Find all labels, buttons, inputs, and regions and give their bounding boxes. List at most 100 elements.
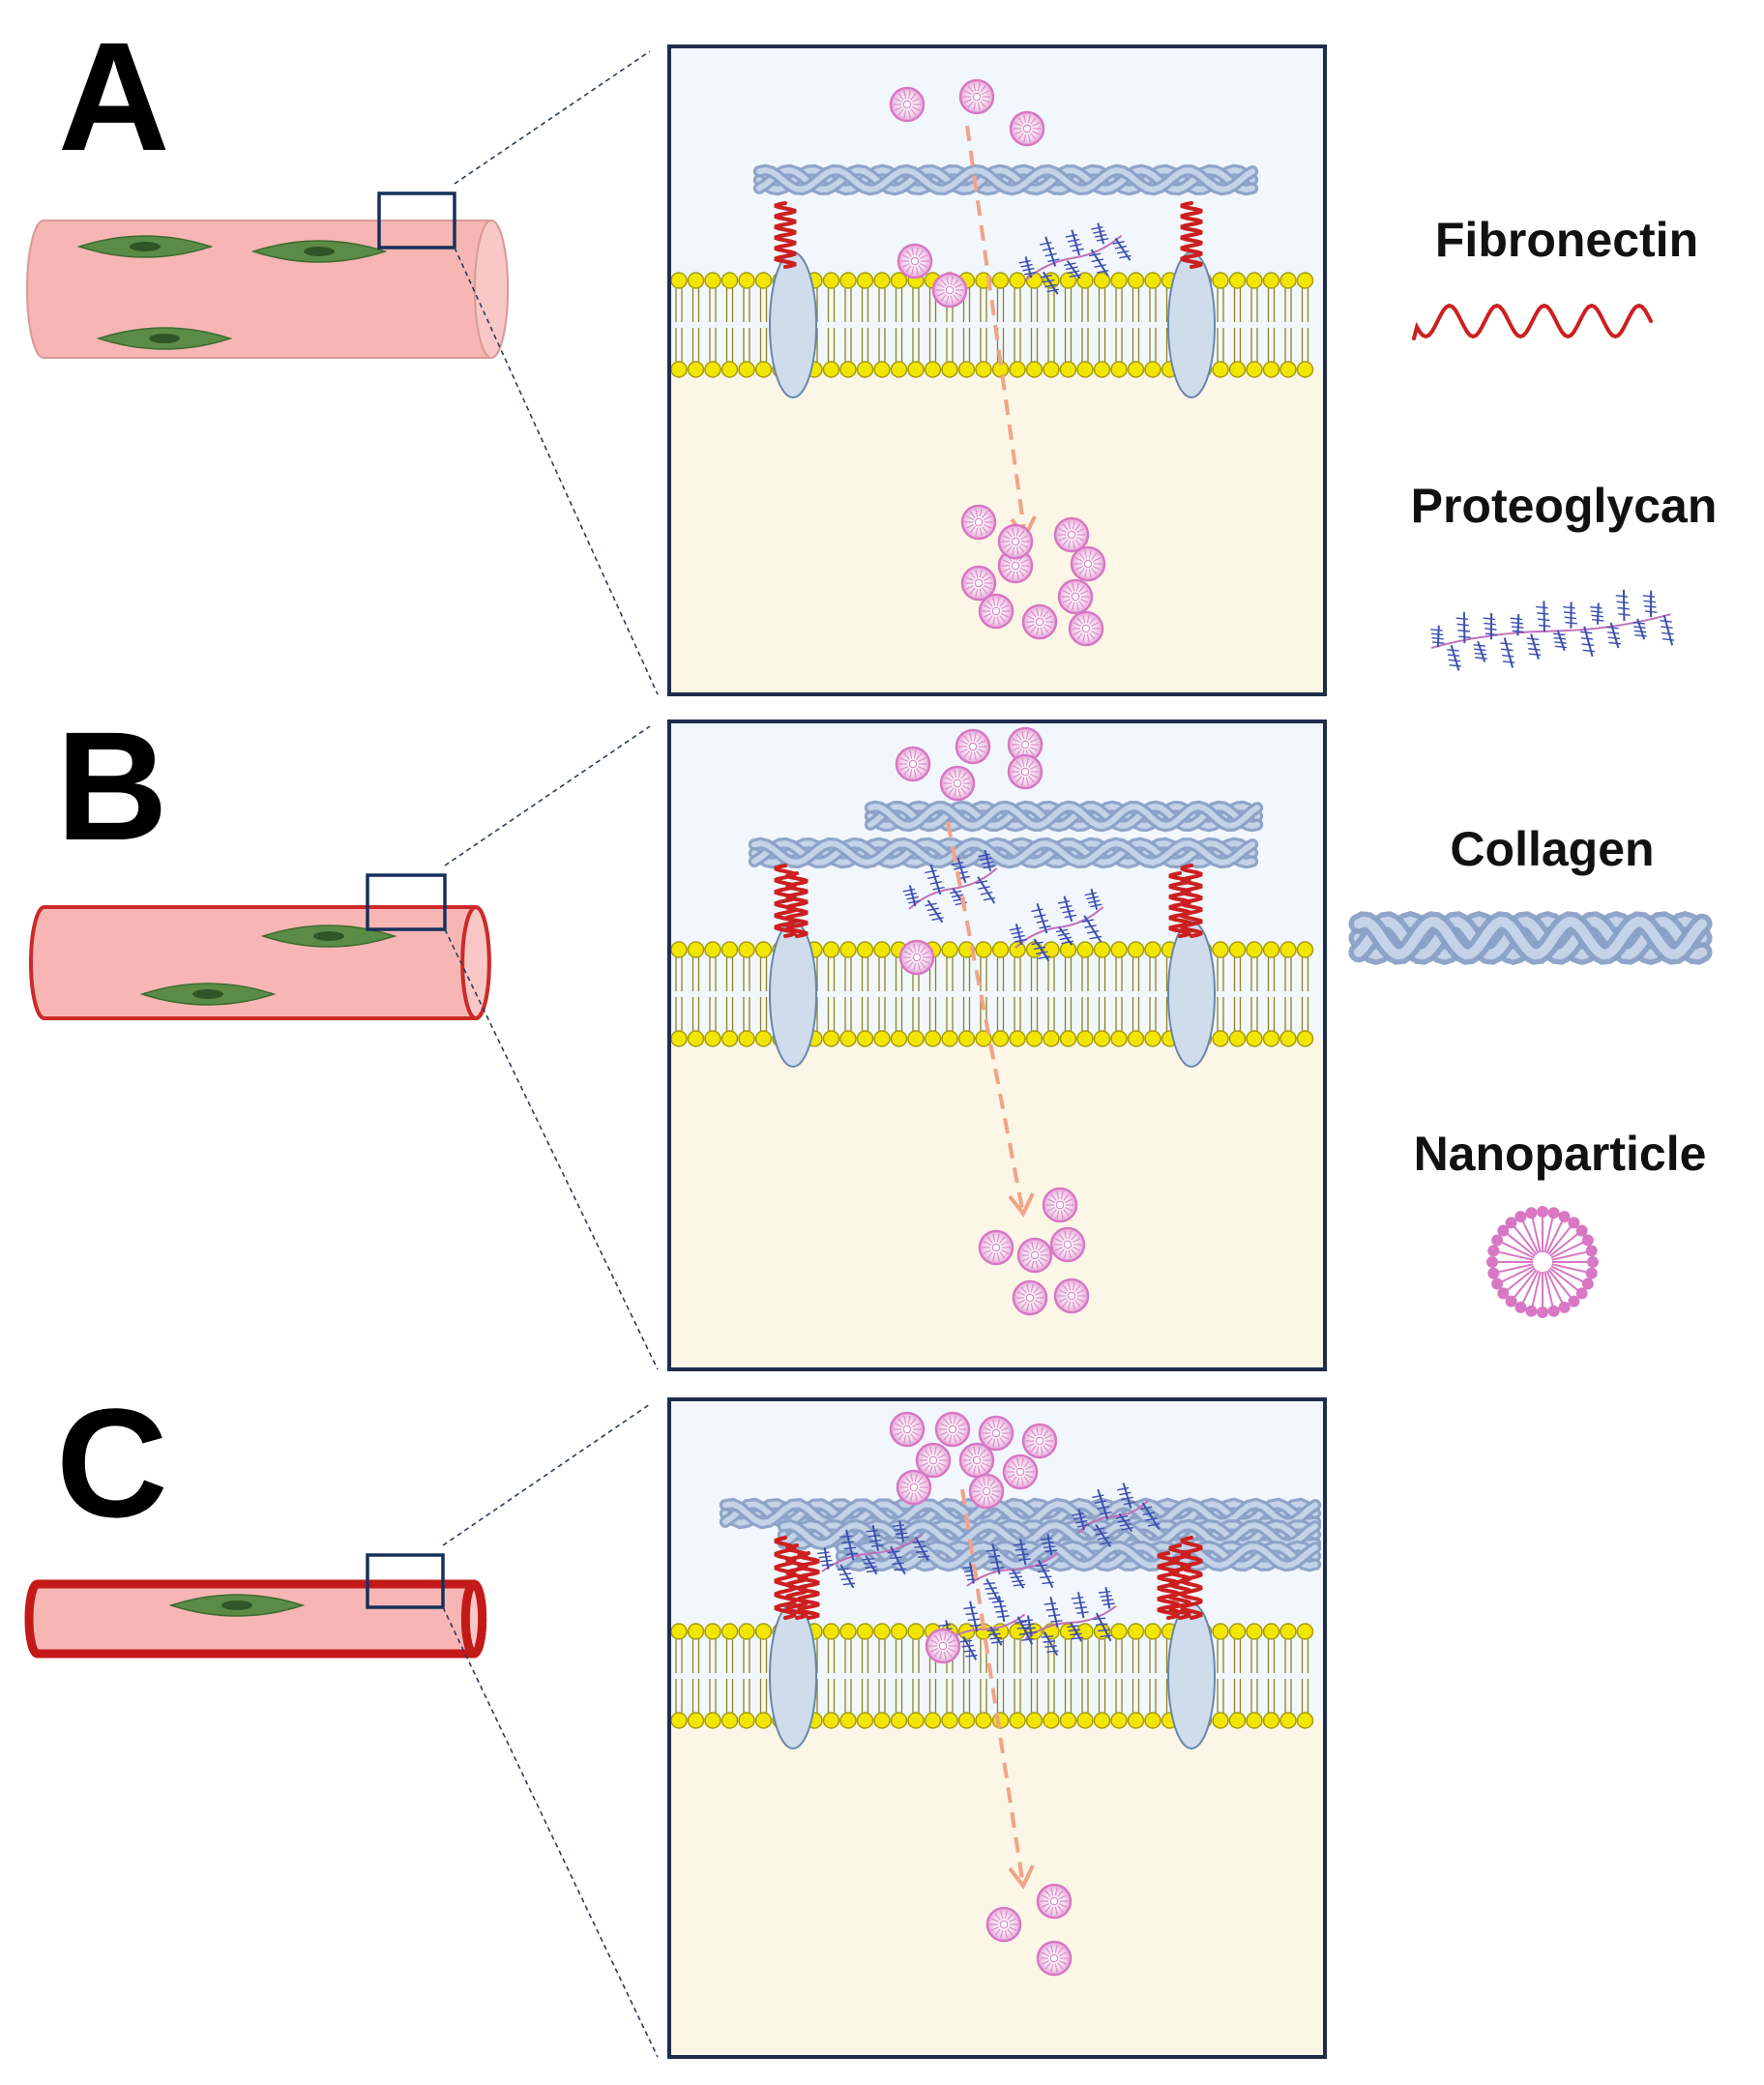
panel-letter-a: A — [58, 10, 170, 183]
zoom-box-c — [366, 1553, 445, 1609]
nanoparticle-icon — [931, 272, 968, 308]
panel-letter-b: B — [56, 699, 168, 872]
nanoparticle-icon — [934, 1411, 971, 1448]
nanoparticle-icon — [1049, 1226, 1086, 1263]
legend-fibronectin-icon — [1412, 303, 1653, 340]
panel-frame — [667, 1397, 1327, 2059]
nanoparticle-icon — [1021, 603, 1058, 640]
collagen-fiber — [748, 837, 1259, 869]
diffusion-arrow — [960, 1488, 1025, 1887]
nanoparticle-icon — [997, 547, 1034, 584]
fibronectin-strand — [1180, 864, 1203, 938]
arrowhead-icon — [1008, 1192, 1035, 1218]
proteoglycan-cluster — [817, 1520, 930, 1589]
collagen-fiber — [864, 800, 1264, 833]
nanoparticle-icon — [1036, 1940, 1073, 1977]
nanoparticle-icon — [978, 593, 1014, 630]
zoom-lines — [366, 50, 659, 2058]
legend-proteoglycan-icon — [1430, 589, 1675, 671]
legend-proteoglycan-cluster — [1430, 589, 1675, 671]
cell-nucleus — [149, 334, 180, 343]
legend: Fibronectin Proteoglycan Collagen Nanopa… — [1348, 213, 1718, 1318]
fibronectin-strand — [1168, 871, 1191, 938]
nanoparticle-icon — [968, 1473, 1005, 1510]
collagen-fiber — [835, 1540, 1322, 1572]
arrowhead-icon — [1008, 1865, 1035, 1890]
zoom-line — [454, 50, 651, 185]
fibronectin-strand — [774, 864, 797, 938]
nanoparticle-icon — [889, 86, 926, 123]
vessel-layer — [24, 220, 510, 1659]
collagen-fiber — [752, 163, 1259, 196]
lipid-bilayer — [670, 1623, 1314, 1729]
zoom-line — [442, 1403, 651, 1546]
cell-nucleus — [130, 242, 161, 251]
panel-b — [667, 719, 1327, 1371]
nanoparticle-icon — [895, 746, 931, 782]
nanoparticle-icon — [978, 1229, 1014, 1266]
proteoglycan-cluster — [962, 1534, 1059, 1603]
nanoparticle-icon — [978, 1415, 1014, 1452]
legend-label-nanoparticle: Nanoparticle — [1414, 1127, 1707, 1181]
legend-nanoparticle-icon — [1486, 1206, 1599, 1318]
proteoglycan-cluster — [1072, 1483, 1161, 1547]
blood-vessel-c — [24, 1579, 487, 1659]
zoom-box-a — [377, 191, 456, 250]
nanoparticle-icon — [1070, 545, 1106, 582]
diffusion-arrow — [965, 125, 1027, 538]
zoom-box-b — [366, 873, 447, 931]
nanoparticle-icon — [955, 728, 991, 765]
proteoglycan-cluster — [1018, 222, 1132, 295]
fibronectin-strand — [774, 1536, 797, 1620]
nanoparticle-icon — [960, 504, 997, 541]
integrin-receptor — [769, 921, 817, 1068]
fibronectin-strand — [774, 201, 797, 269]
cell-nucleus — [313, 931, 344, 941]
panel-a — [667, 44, 1327, 696]
nanoparticle-icon — [1021, 1423, 1058, 1459]
nanoparticle-icon — [985, 1906, 1022, 1943]
fibronectin-strand — [1168, 1543, 1191, 1620]
nanoparticle-icon — [896, 1469, 932, 1506]
panels-layer — [667, 44, 1327, 2059]
nanoparticle-icon — [958, 1442, 995, 1479]
nanoparticle-icon — [1042, 1187, 1078, 1223]
integrin-receptor — [1167, 251, 1216, 398]
cell-nucleus — [192, 989, 223, 999]
zoom-line — [444, 928, 659, 1370]
legend-label-proteoglycan: Proteoglycan — [1411, 479, 1718, 533]
nanoparticle-icon — [925, 1628, 961, 1664]
nanoparticle-icon — [1057, 578, 1094, 615]
legend-collagen-icon — [1348, 911, 1713, 965]
nanoparticle-icon — [915, 1442, 952, 1479]
blood-vessel-b — [29, 905, 491, 1020]
zoom-line — [454, 247, 659, 695]
blood-vessel-a — [26, 220, 510, 359]
legend-fibronectin-strand — [1412, 303, 1653, 340]
diffusion-arrow — [946, 821, 1025, 1215]
fibronectin-strand — [785, 1543, 808, 1620]
nanoparticle-icon — [1009, 110, 1045, 147]
intracellular-space — [669, 1720, 1325, 2057]
nanoparticle-icon — [997, 523, 1034, 560]
nanoparticle-icon — [889, 1411, 926, 1448]
nanoparticle-icon — [960, 565, 997, 602]
zoom-line — [444, 725, 651, 866]
panel-frame — [667, 719, 1327, 1371]
nanoparticle-icon — [897, 243, 933, 279]
nanoparticle-icon — [1012, 1279, 1048, 1316]
legend-label-collagen: Collagen — [1450, 822, 1654, 876]
nanoparticle-icon — [939, 765, 976, 802]
nanoparticle-icon — [898, 939, 935, 976]
legend-label-fibronectin: Fibronectin — [1435, 213, 1698, 267]
fibronectin-strand — [1180, 1536, 1203, 1620]
fibronectin-strand — [1180, 201, 1203, 269]
integrin-receptor — [769, 251, 817, 398]
panel-letter-c: C — [56, 1376, 168, 1549]
nanoparticle-icon — [1036, 1883, 1073, 1920]
panel-c — [667, 1397, 1327, 2059]
nanoparticle-icon — [1053, 1277, 1090, 1314]
nanoparticle-icon — [958, 78, 995, 115]
nanoparticle-icon — [1007, 753, 1044, 790]
